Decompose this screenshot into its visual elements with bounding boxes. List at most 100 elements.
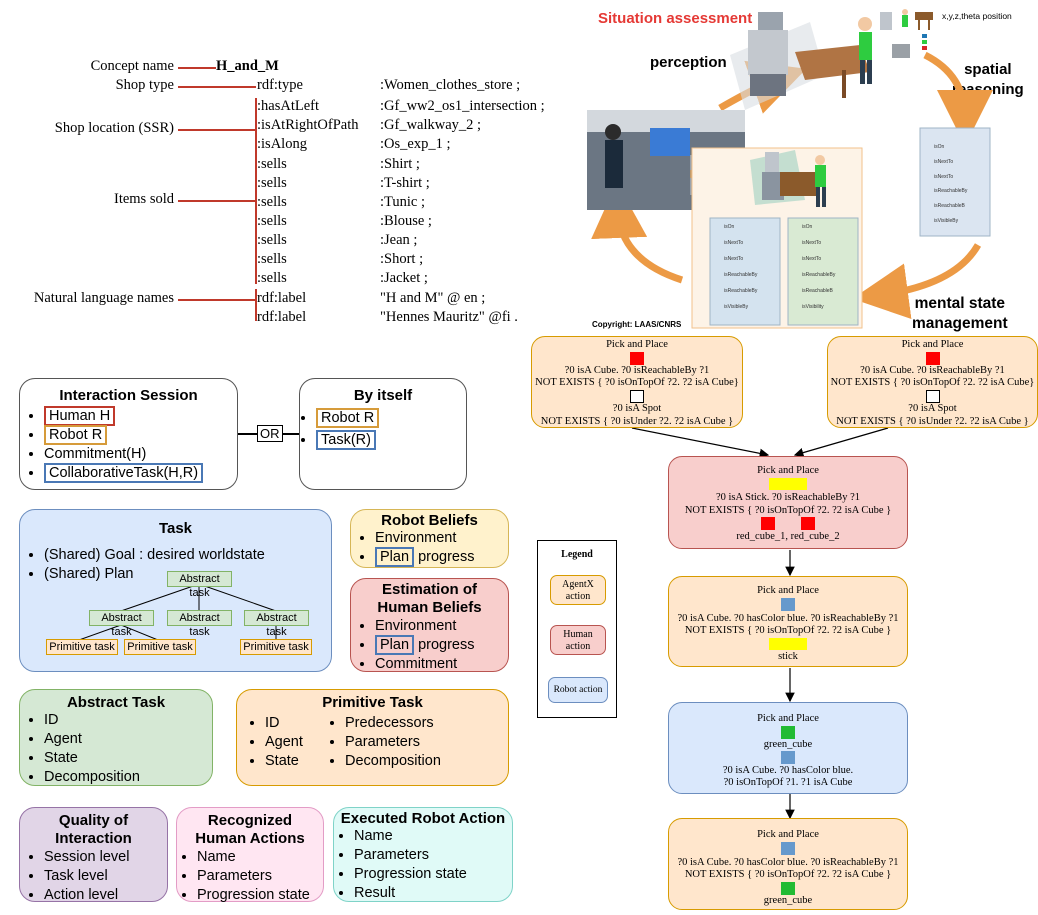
blue-cube-icon [781,751,795,765]
by-itself-box: By itself Robot R Task(R) [299,378,467,490]
fact-label: isReachableBy [724,272,758,278]
primitive-task-list-1: ID Agent State [241,714,303,771]
list-item: Progression state [354,865,512,884]
list-item: Action level [44,886,167,905]
blue-cube-icon [781,597,795,611]
plan-node-agent-2[interactable]: Pick and Place ?0 isA Cube. ?0 isReachab… [827,336,1038,428]
rdf-object: :Gf_ww2_os1_intersection ; [380,98,545,114]
fact-label: isReachableBy [724,288,758,294]
rdf-predicate: rdf:label [257,290,307,306]
list-item: Task(R) [316,430,466,450]
robot-beliefs-title: Robot Beliefs [381,512,478,529]
list-item: Result [354,884,512,903]
node-line: stick [778,650,798,662]
plan-node-robot[interactable]: Pick and Place green_cube ?0 isA Cube. ?… [668,702,908,794]
spot-icon [925,389,940,403]
list-item: Environment [375,529,508,548]
node-line: NOT EXISTS { ?0 isOnTopOf ?2. ?2 isA Cub… [684,504,892,516]
list-item: Agent [44,730,212,749]
rdf-connector [178,67,216,69]
legend-title: Legend [561,549,593,560]
list-item: Progression state [197,886,323,905]
rdf-category-shop-type: Shop type [115,77,174,93]
plan-node-agent-3[interactable]: Pick and Place ?0 isA Cube. ?0 hasColor … [668,576,908,667]
list-item: Task level [44,867,167,886]
fact-label: isNextTo [802,240,822,246]
list-item: Plan progress [375,547,508,567]
legend-human-action: Human action [550,625,606,655]
fact-label: isNextTo [724,256,744,262]
list-item: Session level [44,848,167,867]
executed-action-title: Executed Robot Action [340,810,506,827]
plan-node-human[interactable]: Pick and Place ?0 isA Stick. ?0 isReacha… [668,456,908,549]
fact-label: isReachableBy [802,272,836,278]
node-line: NOT EXISTS { ?0 isOnTopOf ?2. ?2 isA Cub… [684,625,892,637]
plan-node-agent-1[interactable]: Pick and Place ?0 isA Cube. ?0 isReachab… [531,336,743,428]
situation-title: Situation assessment [598,10,753,27]
rdf-object: "H and M" @ en ; [380,290,486,306]
list-item: Commitment [375,655,508,674]
node-line: red_cube_1, red_cube_2 [736,531,840,543]
situation-illustration [587,9,993,329]
abstract-task-node: Abstract task [244,610,309,638]
primitive-task-box: Primitive Task ID Agent State Predecesso… [236,689,509,786]
list-item: ID [265,714,303,733]
plan-node-agent-4[interactable]: Pick and Place ?0 isA Cube. ?0 hasColor … [668,818,908,910]
robot-beliefs-box: Robot Beliefs Environment Plan progress [350,509,509,568]
interaction-session-box: Interaction Session Human H Robot R Comm… [19,378,238,490]
fact-label: isVisibleBy [724,304,749,310]
task-list: (Shared) Goal : desired worldstate (Shar… [20,546,331,584]
rdf-predicate: :isAlong [257,136,307,152]
node-title: Pick and Place [757,829,819,840]
position-label: x,y,z,theta position [942,11,1012,21]
rdf-category-concept: Concept name [90,58,174,74]
rdf-bracket [255,98,257,162]
list-item: Robot R [44,425,237,445]
list-item: Name [354,827,512,846]
primitive-task-node: Primitive task [240,639,312,655]
legend-robot-action: Robot action [548,677,608,703]
rdf-connector [178,129,256,131]
rdf-object: :Jean ; [380,232,418,248]
abstract-task-node: Abstract task [89,610,154,638]
quality-box: Quality of Interaction Session level Tas… [19,807,168,905]
red-cube-icon [761,517,775,531]
stick-icon [769,477,807,490]
abstract-task-title: Abstract Task [66,694,166,711]
robot-mental-model [691,147,863,329]
cycle-arrow [852,243,982,320]
plan-edges [631,427,889,820]
list-item: Decomposition [44,768,212,787]
rdf-predicate: :sells [257,232,287,248]
list-item: Predecessors [345,714,441,733]
rdf-object: :Tunic ; [380,194,425,210]
rdf-object: :Gf_walkway_2 ; [380,117,482,133]
human-beliefs-box: Estimation of Human Beliefs Environment … [350,578,509,672]
node-line: ?0 isA Cube. ?0 hasColor blue. ?0 isReac… [677,856,899,868]
rdf-object: :T-shirt ; [380,175,430,191]
node-line: ?0 isA Cube. ?0 hasColor blue. [722,764,854,776]
list-item: Human H [44,406,237,426]
fact-label: isReachableB [802,288,833,294]
list-item: CollaborativeTask(H,R) [44,463,237,483]
list-item: Decomposition [345,752,441,771]
fact-label: isReachableBy [934,188,968,195]
rdf-connector [178,299,256,301]
by-itself-title: By itself [353,387,413,404]
fact-label: isNextTo [802,256,822,262]
recognized-actions-title: Recognized Human Actions [195,812,305,847]
node-title: Pick and Place [757,713,819,724]
rdf-category-location: Shop location (SSR) [54,120,174,136]
green-cube-icon [781,725,795,739]
abstract-task-list: ID Agent State Decomposition [20,711,212,787]
cycle-arrow [591,182,684,284]
rdf-object: :Short ; [380,251,424,267]
copyright-label: Copyright: LAAS/CNRS [592,320,682,329]
task-title: Task [158,520,193,537]
rdf-object: :Blouse ; [380,213,432,229]
cycle-arrow [923,51,993,146]
list-item: ID [44,711,212,730]
executed-action-list: Name Parameters Progression state Result [334,827,512,903]
red-cube-icon [801,517,815,531]
